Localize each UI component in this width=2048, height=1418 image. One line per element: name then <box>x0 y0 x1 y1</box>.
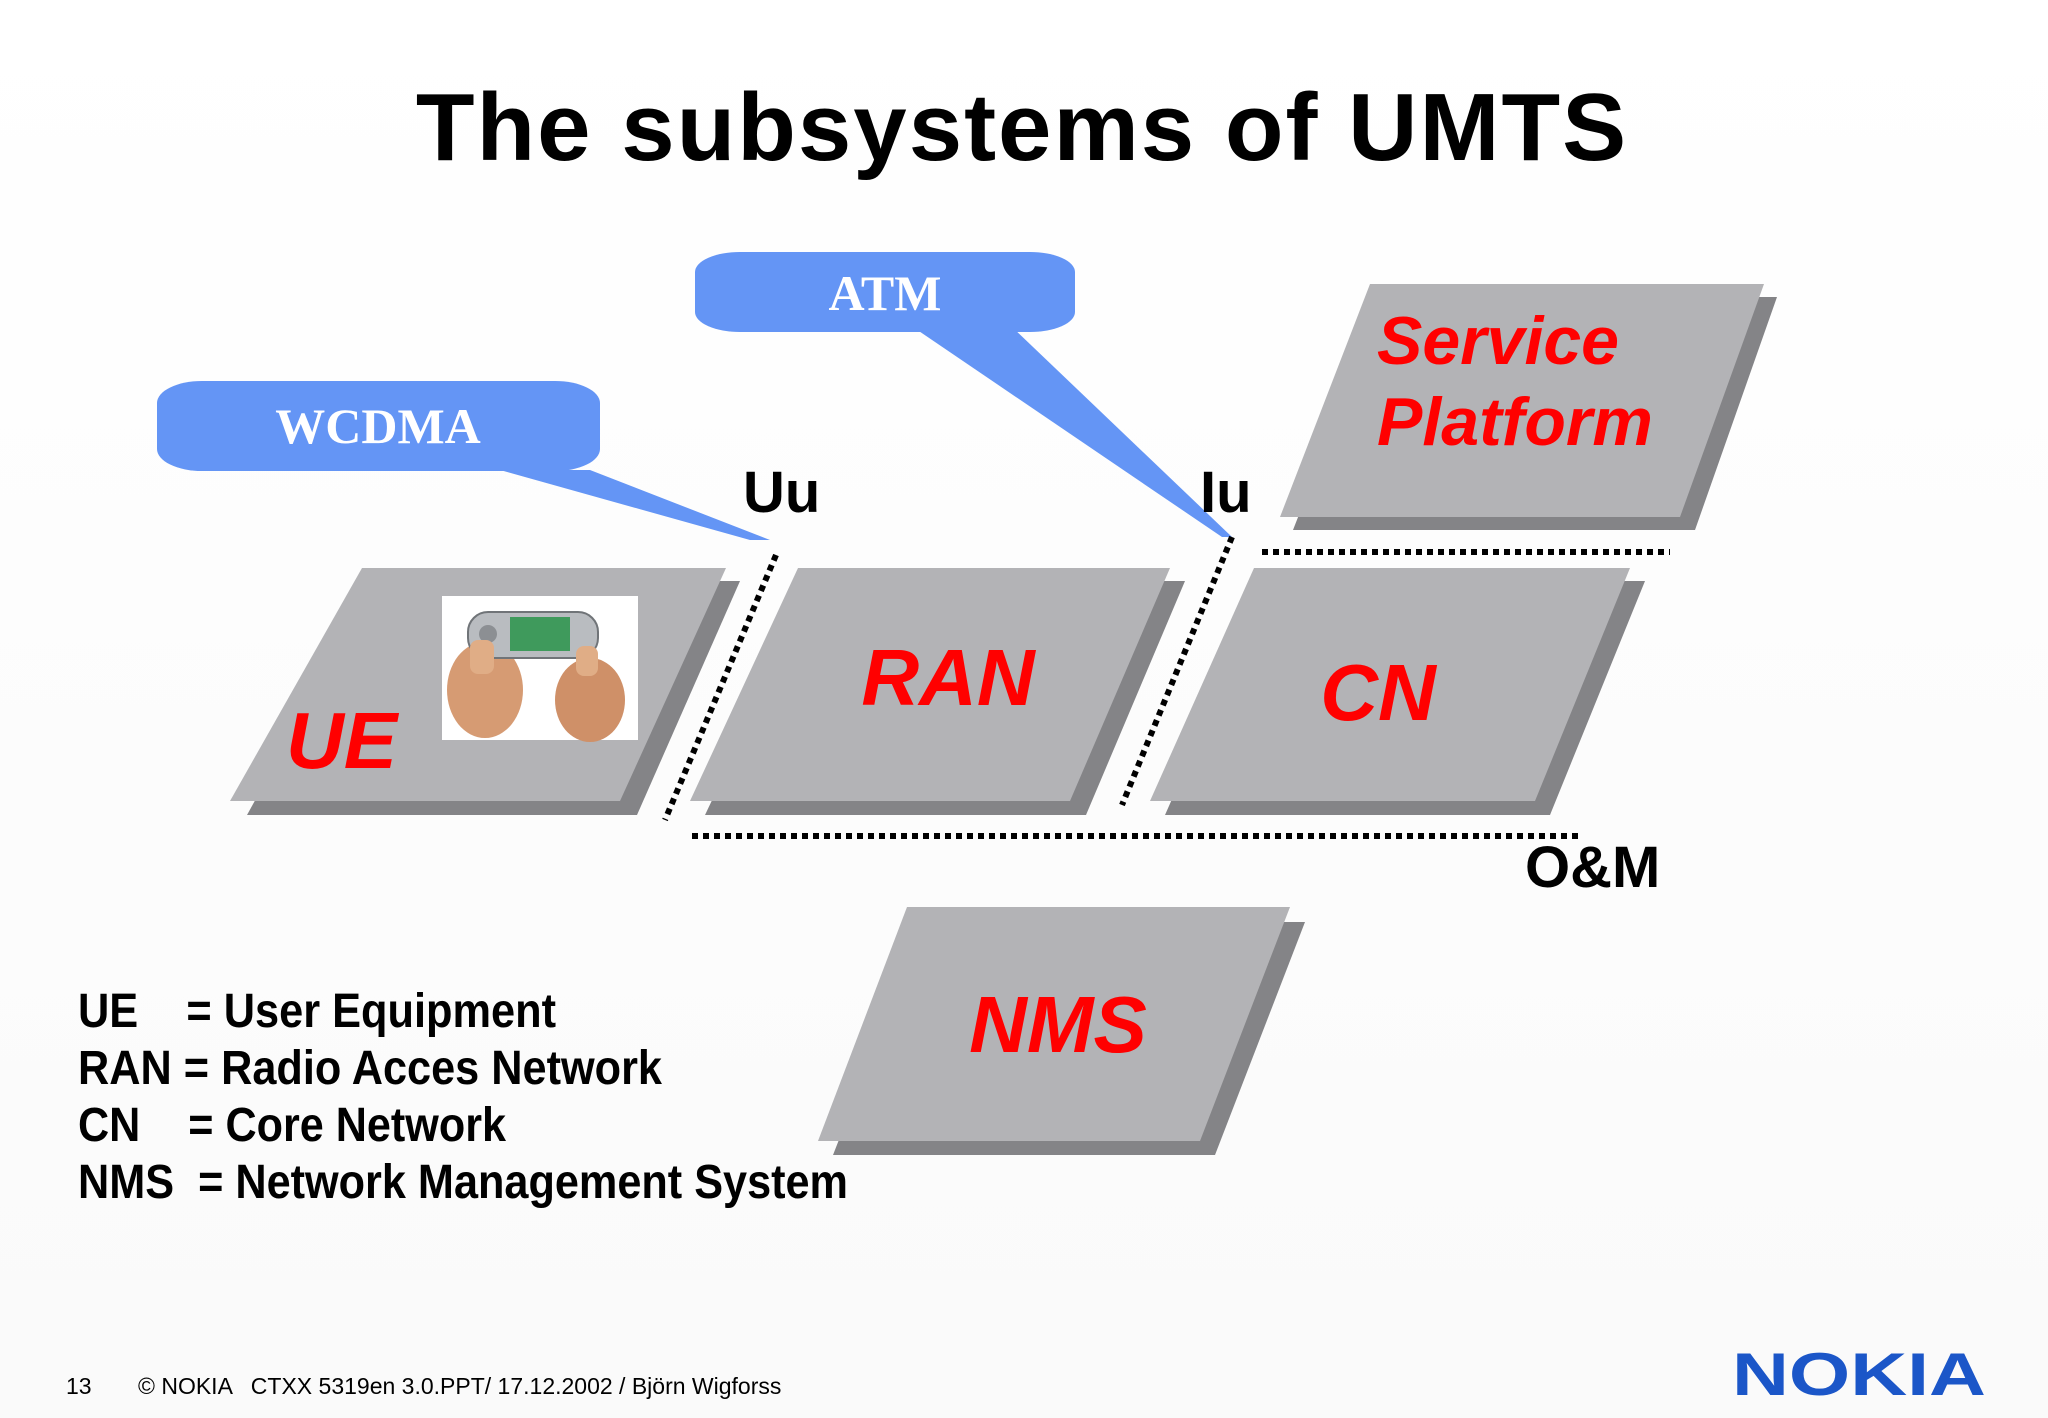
nms-block-face <box>818 907 1290 1141</box>
wcdma-callout-bubble <box>157 381 600 471</box>
legend-line-cn: CN = Core Network <box>78 1099 506 1152</box>
cn-block: CN <box>1150 568 1645 815</box>
iu-interface-line <box>1119 535 1235 807</box>
ue-block: UE <box>230 568 740 815</box>
service-platform-block: Service Platform <box>1280 284 1777 530</box>
ran-block-face <box>690 568 1170 801</box>
interface-lines <box>662 535 1670 839</box>
wcdma-callout: WCDMA <box>157 381 770 540</box>
interface-label-om: O&M <box>1525 835 1660 900</box>
atm-callout-bubble <box>695 252 1075 332</box>
slide-title: The subsystems of UMTS <box>416 74 1628 181</box>
uu-interface-line <box>662 553 779 822</box>
footer-copyright: © NOKIA CTXX 5319en 3.0.PPT/ 17.12.2002 … <box>138 1373 781 1399</box>
legend-line-ran: RAN = Radio Acces Network <box>78 1042 662 1095</box>
footer-page-number: 13 <box>66 1373 92 1399</box>
abbreviation-legend: UE = User Equipment RAN = Radio Acces Ne… <box>78 985 848 1209</box>
service-platform-label-line1: Service <box>1377 303 1619 379</box>
legend-line-ue: UE = User Equipment <box>78 985 556 1038</box>
cn-block-face <box>1150 568 1630 801</box>
ue-block-label: UE <box>286 696 400 785</box>
nms-block: NMS <box>818 907 1305 1155</box>
atm-callout-label: ATM <box>829 265 942 321</box>
atm-callout-pointer <box>910 325 1232 537</box>
legend-line-nms: NMS = Network Management System <box>78 1156 848 1209</box>
hand-held-phone-photo <box>442 596 638 742</box>
atm-callout: ATM <box>695 252 1232 537</box>
interface-label-iu: Iu <box>1200 460 1252 525</box>
nms-block-label: NMS <box>969 980 1147 1069</box>
service-platform-block-face <box>1280 284 1764 517</box>
ran-block: RAN <box>690 568 1185 815</box>
interface-label-uu: Uu <box>743 460 820 525</box>
nokia-logo: NOKIA <box>1732 1341 1986 1408</box>
service-platform-label-line2: Platform <box>1377 384 1653 460</box>
wcdma-callout-label: WCDMA <box>275 398 481 454</box>
ran-block-label: RAN <box>861 633 1037 722</box>
wcdma-callout-pointer <box>500 470 770 540</box>
cn-block-label: CN <box>1320 648 1438 737</box>
